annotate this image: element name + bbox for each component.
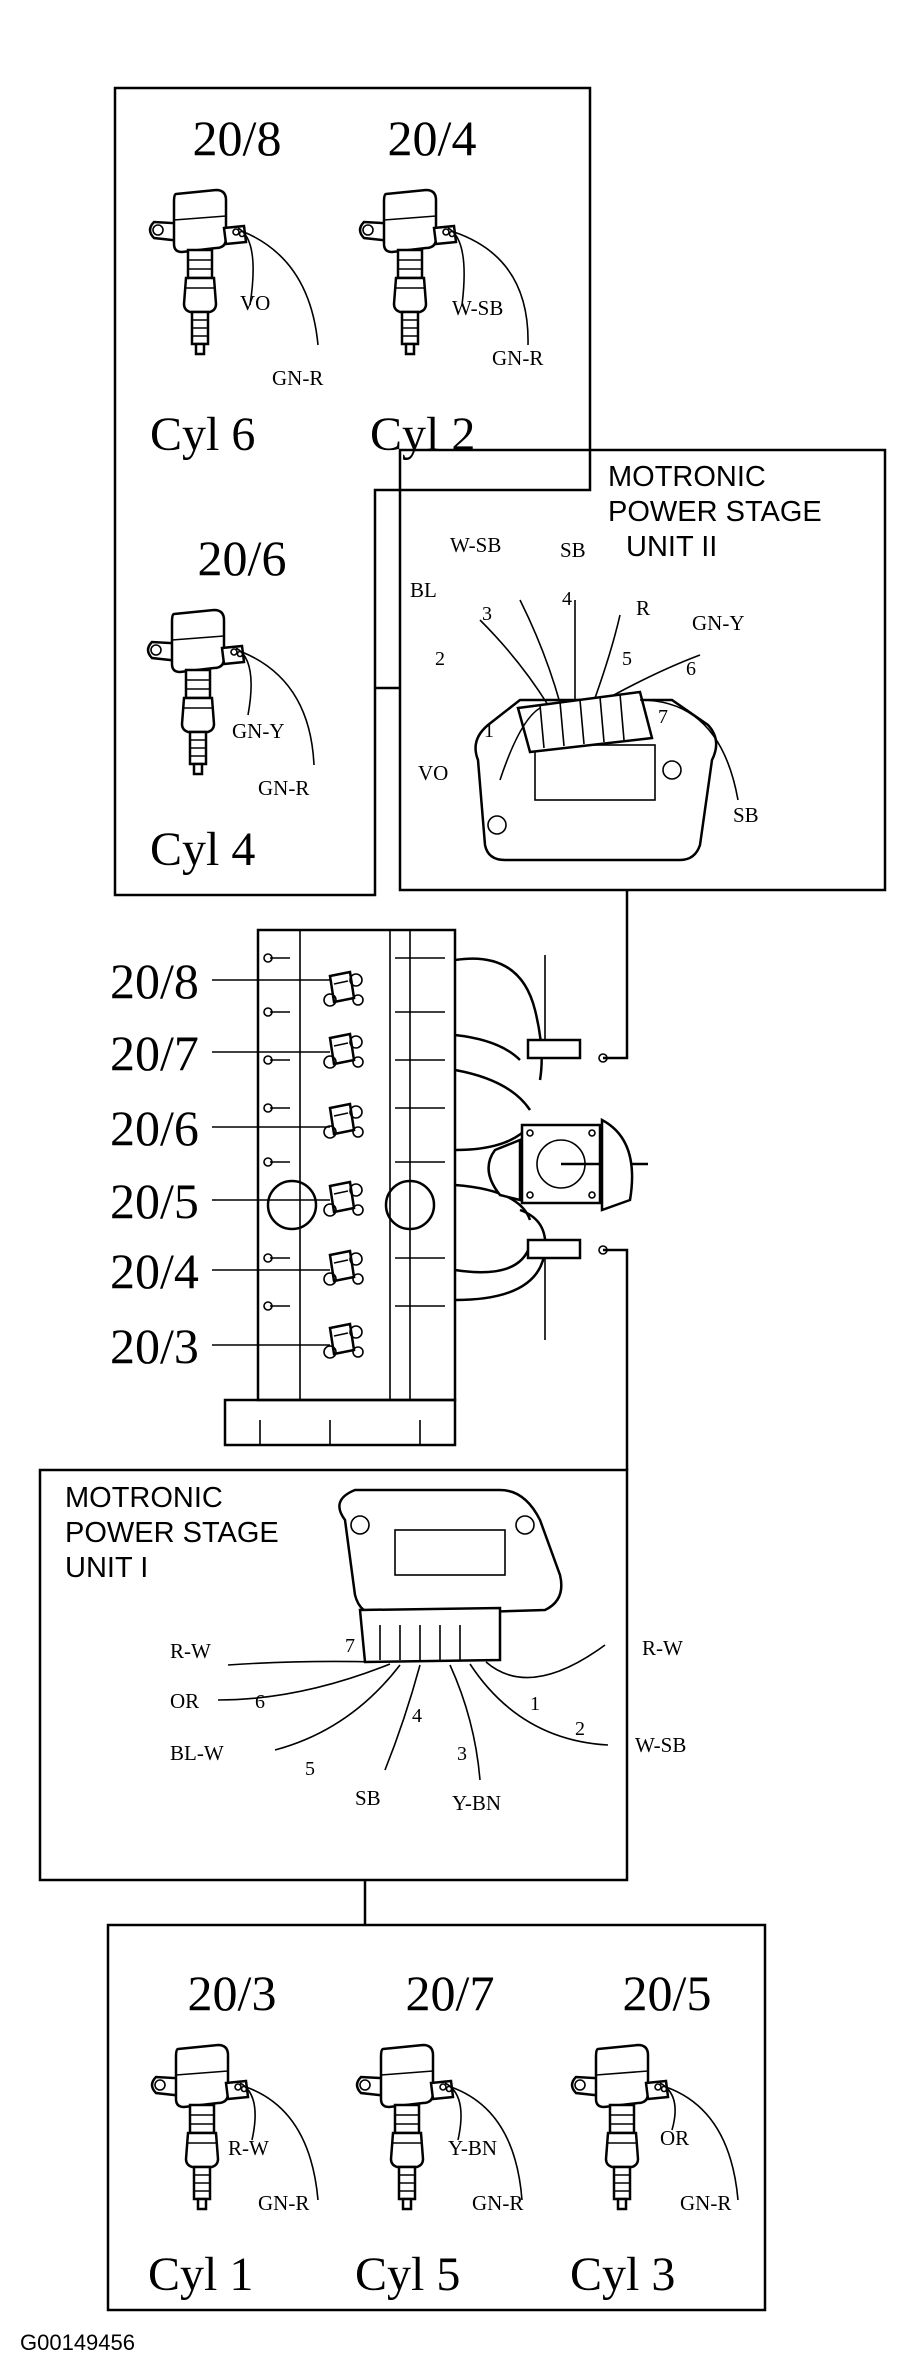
coil-code: 20/6 xyxy=(198,530,287,586)
wire-label: Y-BN xyxy=(452,1791,501,1815)
wire-label: GN-R xyxy=(492,346,543,370)
coil-20-5: 20/5 OR GN-R Cyl 3 xyxy=(570,1965,739,2301)
wire-label: SB xyxy=(355,1786,381,1810)
wire-label: SB xyxy=(560,538,586,562)
wire-label: GN-R xyxy=(258,776,309,800)
wire-label: OR xyxy=(660,2126,689,2150)
wire-label: GN-R xyxy=(472,2191,523,2215)
coil-code: 20/5 xyxy=(623,1965,712,2021)
engine-coil-label: 20/7 xyxy=(110,1025,199,1081)
pin-number: 6 xyxy=(686,658,696,680)
engine-coil-label: 20/8 xyxy=(110,953,199,1009)
unit-title-line: UNIT II xyxy=(626,531,717,563)
wire-label: R xyxy=(636,596,650,620)
engine-coil-label: 20/3 xyxy=(110,1318,199,1374)
pin-number: 6 xyxy=(255,1691,265,1713)
cylinder-label: Cyl 6 xyxy=(150,408,255,461)
pin-number: 2 xyxy=(435,648,445,670)
engine-coil-label: 20/4 xyxy=(110,1243,199,1299)
wire-label: W-SB xyxy=(450,533,501,557)
coil-20-4: 20/4 W-SB GN-R Cyl 2 xyxy=(358,110,543,461)
pin-number: 7 xyxy=(345,1635,355,1657)
pin-number: 2 xyxy=(575,1718,585,1740)
wire-label: BL-W xyxy=(170,1741,224,1765)
pin-number: 4 xyxy=(562,588,572,610)
bottom-coil-panel: 20/3 R-W GN-R Cyl 1 20/7 Y-BN GN-R Cyl 5… xyxy=(106,1923,767,2312)
power-stage-unit-2: MOTRONIC POWER STAGE UNIT II 1 VO 2 BL 3… xyxy=(398,448,887,892)
wire-label: VO xyxy=(418,761,448,785)
pin-number: 3 xyxy=(457,1743,467,1765)
cylinder-label: Cyl 2 xyxy=(370,408,475,461)
connector-line xyxy=(603,890,629,1060)
pin-number: 1 xyxy=(484,720,494,742)
wire-label: OR xyxy=(170,1689,199,1713)
wire-label: R-W xyxy=(228,2136,269,2160)
coil-code: 20/4 xyxy=(388,110,477,166)
wire-label: W-SB xyxy=(635,1733,686,1757)
pin-number: 5 xyxy=(305,1758,315,1780)
pin-number: 5 xyxy=(622,648,632,670)
wire-label: BL xyxy=(410,578,437,602)
wire-label: W-SB xyxy=(452,296,503,320)
wire-label: GN-Y xyxy=(232,719,285,743)
coil-code: 20/3 xyxy=(188,1965,277,2021)
pin-number: 7 xyxy=(658,706,668,728)
engine-coil-label: 20/5 xyxy=(110,1173,199,1229)
figure-id: G00149456 xyxy=(20,2330,135,2355)
wire-label: GN-R xyxy=(680,2191,731,2215)
unit-title-line: UNIT I xyxy=(65,1552,148,1584)
coil-20-8: 20/8 VO GN-R Cyl 6 xyxy=(148,110,323,461)
unit-title-line: MOTRONIC xyxy=(65,1482,223,1514)
unit-title-line: MOTRONIC xyxy=(608,461,766,493)
wire-label: GN-R xyxy=(258,2191,309,2215)
wire-label: R-W xyxy=(170,1639,211,1663)
coil-code: 20/7 xyxy=(406,1965,495,2021)
pin-number: 4 xyxy=(412,1705,422,1727)
coil-20-7: 20/7 Y-BN GN-R Cyl 5 xyxy=(355,1965,523,2301)
pin-number: 3 xyxy=(482,603,492,625)
coil-20-6: 20/6 GN-Y GN-R Cyl 4 xyxy=(146,530,315,876)
wire-label: GN-Y xyxy=(692,611,745,635)
unit-title-line: POWER STAGE xyxy=(65,1517,279,1549)
wire-label: VO xyxy=(240,291,270,315)
pin-number: 1 xyxy=(530,1693,540,1715)
wire-label: R-W xyxy=(642,1636,683,1660)
unit-title-line: POWER STAGE xyxy=(608,496,822,528)
wire-label: SB xyxy=(733,803,759,827)
power-stage-unit-1: MOTRONIC POWER STAGE UNIT I 1 R-W 2 W-SB… xyxy=(38,1468,686,1882)
engine-block: 20/8 20/7 20/6 20/5 20/4 20/3 xyxy=(110,928,648,1447)
cylinder-label: Cyl 1 xyxy=(148,2248,253,2301)
engine-coil-label: 20/6 xyxy=(110,1100,199,1156)
cylinder-label: Cyl 3 xyxy=(570,2248,675,2301)
wire-label: GN-R xyxy=(272,366,323,390)
coil-code: 20/8 xyxy=(193,110,282,166)
top-coil-panel: 20/8 VO GN-R Cyl 6 20/4 W-SB GN-R Cyl 2 … xyxy=(113,86,592,897)
coil-20-3: 20/3 R-W GN-R Cyl 1 xyxy=(148,1965,319,2301)
cylinder-label: Cyl 5 xyxy=(355,2248,460,2301)
cylinder-label: Cyl 4 xyxy=(150,823,255,876)
wire-label: Y-BN xyxy=(448,2136,497,2160)
connector-line xyxy=(603,1248,629,1470)
